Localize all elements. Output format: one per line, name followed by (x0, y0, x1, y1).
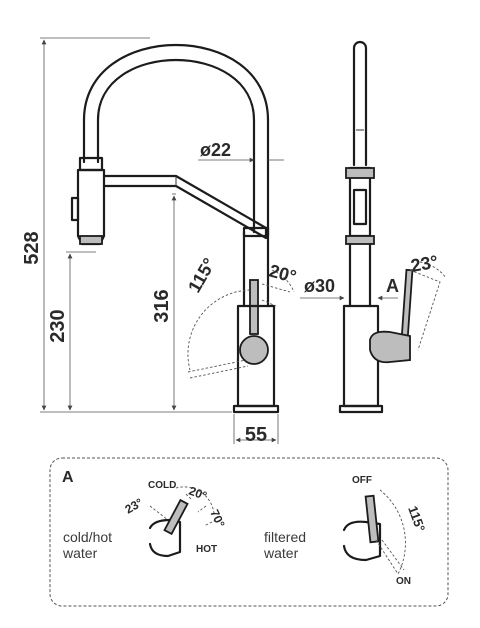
detail-title: A (62, 469, 74, 486)
detail-box (49, 457, 449, 607)
callout-marker-a: A (386, 276, 399, 296)
dim-316: 316 (151, 289, 173, 322)
hot-label: HOT (196, 544, 217, 555)
front-view (70, 43, 295, 414)
detail-right-label-line2: water (263, 545, 299, 561)
dim-23-side: 23° (409, 252, 439, 276)
dim-55: 55 (245, 424, 267, 446)
dim-20-front: 20° (267, 261, 298, 287)
cold-label: COLD (148, 480, 176, 491)
detail-left-label-line2: water (62, 545, 98, 561)
angle-115-detail: 115° (405, 504, 428, 534)
side-view (300, 40, 447, 414)
angle-23-detail: 23° (123, 495, 146, 516)
dim-diameter-22: ø22 (200, 140, 231, 160)
detail-left-label-line1: cold/hot (63, 529, 112, 545)
dim-diameter-30: ø30 (304, 276, 335, 296)
front-dimensions (40, 37, 284, 444)
angle-70-detail: 70° (207, 507, 227, 530)
angle-20-detail: 20° (187, 484, 209, 503)
off-label: OFF (352, 475, 372, 486)
dim-115-front: 115° (184, 255, 219, 296)
on-label: ON (396, 576, 411, 587)
dim-528: 528 (21, 231, 43, 264)
detail-right-label-line1: filtered (264, 529, 306, 545)
dim-230: 230 (47, 309, 69, 342)
